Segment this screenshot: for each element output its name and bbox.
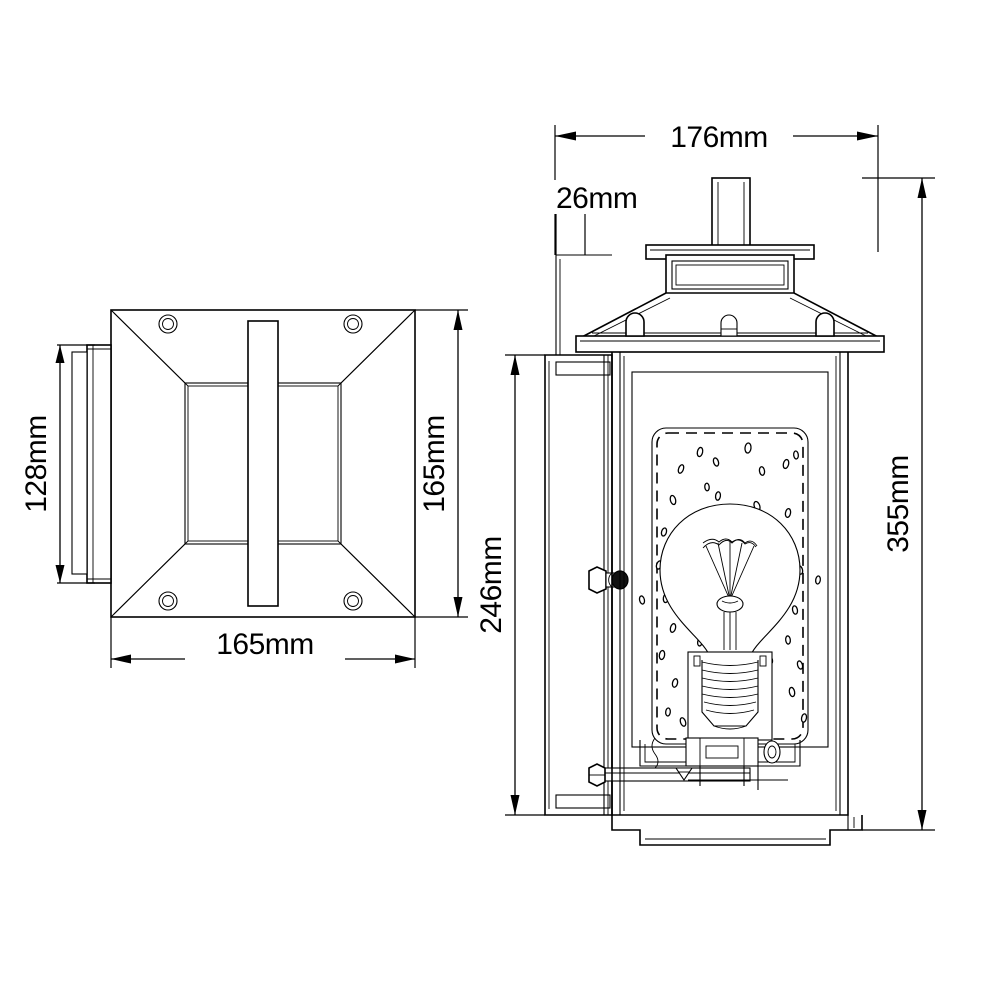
plan-center-bar <box>247 320 279 607</box>
elev-finial-center <box>720 314 738 337</box>
elev-body-frame <box>611 352 849 816</box>
dimension-176mm: 176mm <box>554 118 879 255</box>
plan-screw-bottom-right <box>343 591 363 611</box>
dimension-165mm-depth-label: 165mm <box>418 415 451 513</box>
dimension-246mm: 246mm <box>475 354 545 816</box>
plan-taper-diagonals <box>110 309 416 618</box>
elev-base-plate <box>611 815 863 846</box>
dimension-165mm-width-label: 165mm <box>216 628 314 661</box>
elev-chimney-stem <box>711 177 751 247</box>
dimension-355mm: 355mm <box>862 177 935 831</box>
dimension-246mm-label: 246mm <box>475 536 508 634</box>
dimension-26mm-label: 26mm <box>556 182 637 215</box>
bulb-screw-threads <box>701 660 759 730</box>
dimension-176mm-label: 176mm <box>670 121 768 154</box>
bulb-filament <box>702 538 758 650</box>
dimension-165mm-width: 165mm <box>110 617 416 668</box>
elev-light-bulb <box>659 503 801 741</box>
elev-lower-rod <box>588 763 751 787</box>
dimension-128mm: 128mm <box>20 344 95 584</box>
elevation-view-group <box>544 177 885 846</box>
plan-screw-top-left <box>158 314 178 334</box>
elev-roof-rim <box>575 312 885 353</box>
dimension-26mm: 26mm <box>550 180 670 255</box>
elev-finial-left <box>625 312 645 337</box>
dimension-128mm-label: 128mm <box>20 415 53 513</box>
elev-finial-right <box>815 312 835 337</box>
plan-wall-mount-plate <box>71 344 112 584</box>
dimension-165mm-depth: 165mm <box>415 309 468 618</box>
plan-screw-top-right <box>343 314 363 334</box>
dimension-355mm-label: 355mm <box>882 455 915 553</box>
elev-socket-assembly <box>639 737 801 790</box>
elev-roof-band <box>665 254 795 296</box>
plan-view-group <box>71 309 416 618</box>
plan-screw-bottom-left <box>158 591 178 611</box>
